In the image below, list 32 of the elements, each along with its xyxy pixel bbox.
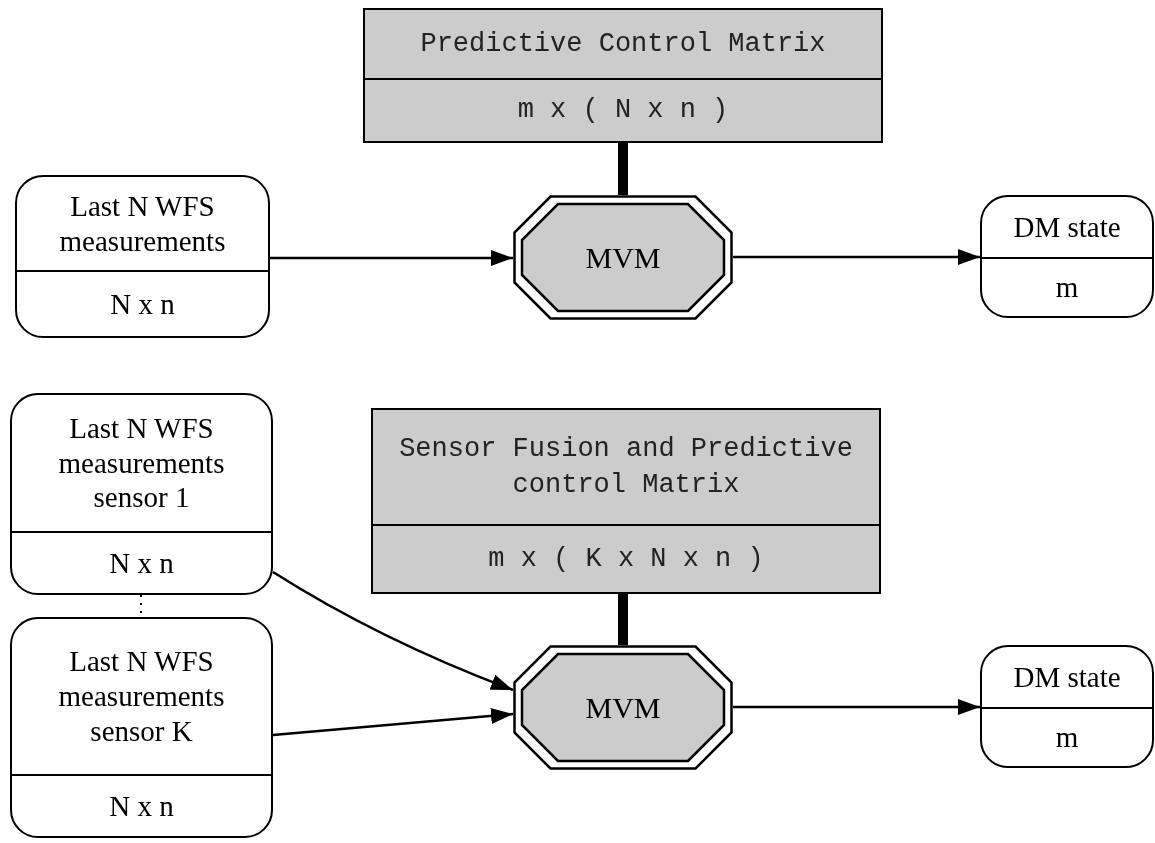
- connector-line: [618, 143, 628, 195]
- node-dimension: N x n: [109, 545, 174, 581]
- node-title: Last N WFS measurements: [58, 188, 227, 259]
- connector-line: [618, 594, 628, 645]
- node-dimension: N x n: [110, 286, 175, 322]
- record-box: [980, 195, 1154, 318]
- node-title: Last N WFS measurements sensor K: [57, 644, 226, 749]
- arrow: [733, 699, 980, 715]
- node-title: DM state: [1013, 209, 1121, 245]
- node-title: DM state: [1013, 659, 1121, 695]
- record-box: [15, 175, 270, 338]
- octagon-node: [513, 195, 733, 320]
- node-title: Predictive Control Matrix: [420, 27, 826, 61]
- node-dimension: m: [1055, 270, 1079, 305]
- matrix-box: [371, 408, 881, 594]
- node-dimension: m x ( K x N x n ): [488, 542, 764, 576]
- matrix-box: [363, 8, 883, 143]
- node-label: MVM: [585, 242, 661, 273]
- node-title: Last N WFS measurements sensor 1: [57, 410, 226, 516]
- node-dimension: m x ( N x n ): [517, 94, 729, 128]
- arrow: [272, 570, 514, 692]
- record-box: [10, 617, 273, 838]
- node-dimension: m: [1055, 720, 1079, 755]
- arrow: [272, 707, 514, 737]
- arrow: [733, 249, 980, 265]
- octagon-node: [513, 645, 733, 770]
- node-dimension: N x n: [109, 788, 174, 824]
- record-box: [980, 645, 1154, 768]
- node-title: Sensor Fusion and Predictive control Matrix: [398, 432, 854, 502]
- record-box: [10, 393, 273, 595]
- arrow: [270, 250, 513, 266]
- node-label: MVM: [585, 692, 661, 723]
